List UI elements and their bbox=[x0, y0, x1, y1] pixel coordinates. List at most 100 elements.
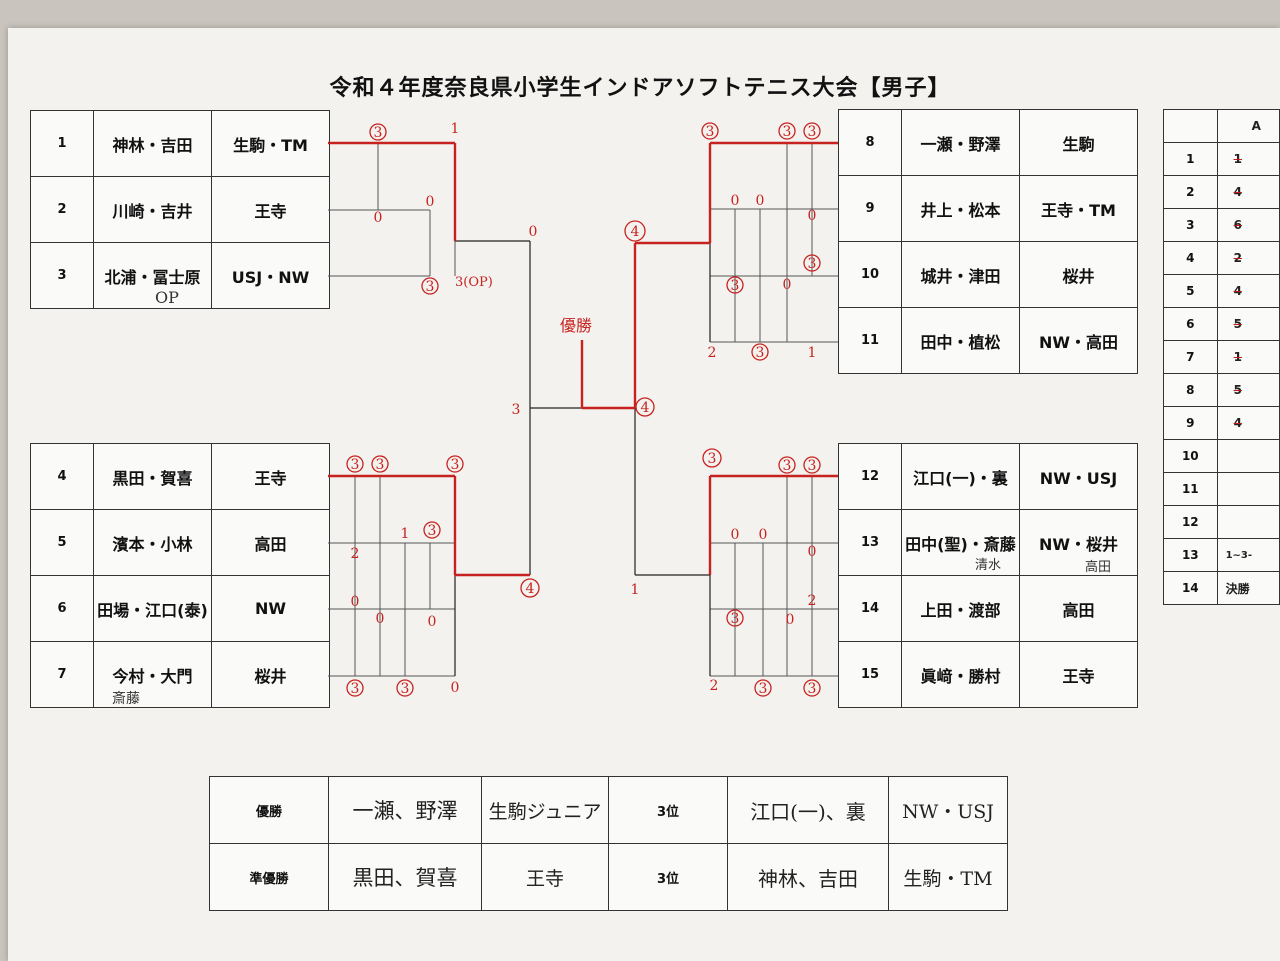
svg-text:2: 2 bbox=[351, 546, 360, 562]
schedule-num: 13 bbox=[1163, 538, 1218, 572]
entry-number: 9 bbox=[838, 175, 902, 242]
schedule-num: 5 bbox=[1163, 274, 1218, 308]
score-op: 3(OP) bbox=[455, 275, 493, 290]
svg-text:0: 0 bbox=[808, 544, 817, 560]
schedule-value: 決勝 bbox=[1216, 571, 1280, 605]
svg-text:3: 3 bbox=[512, 402, 521, 418]
schedule-header-row: A bbox=[1163, 109, 1280, 143]
svg-text:4: 4 bbox=[641, 400, 650, 416]
svg-text:0: 0 bbox=[808, 208, 817, 224]
entry-names: 江口(一)・裏 bbox=[901, 443, 1020, 510]
entry-names: 城井・津田 bbox=[901, 241, 1020, 308]
svg-text:0: 0 bbox=[731, 527, 740, 543]
schedule-value: 1 bbox=[1216, 142, 1280, 176]
svg-text:3: 3 bbox=[808, 124, 817, 140]
entry-names: 黒田・賀喜 bbox=[93, 443, 212, 510]
svg-text:4: 4 bbox=[631, 224, 640, 240]
svg-text:3: 3 bbox=[351, 457, 360, 473]
svg-text:0: 0 bbox=[529, 224, 538, 240]
schedule-num: 9 bbox=[1163, 406, 1218, 440]
schedule-value bbox=[1216, 439, 1280, 473]
entry-row: 2 川崎・吉井 王寺 bbox=[30, 176, 330, 243]
schedule-row: 12 bbox=[1163, 505, 1280, 539]
third-place-names: 江口(一)、裏 bbox=[727, 776, 889, 844]
svg-text:0: 0 bbox=[731, 193, 740, 209]
svg-text:1: 1 bbox=[401, 526, 410, 542]
svg-text:3: 3 bbox=[426, 279, 435, 295]
champion-club: 生駒ジュニア bbox=[481, 776, 609, 844]
schedule-value: 4 bbox=[1216, 274, 1280, 308]
schedule-num: 8 bbox=[1163, 373, 1218, 407]
svg-text:3: 3 bbox=[756, 345, 765, 361]
svg-text:3: 3 bbox=[808, 256, 817, 272]
entry-club: 王寺 bbox=[211, 443, 330, 510]
svg-text:3: 3 bbox=[731, 611, 740, 627]
entry-row: 1 神林・吉田 生駒・TM bbox=[30, 110, 330, 177]
pool-grid-right-bottom bbox=[710, 476, 838, 677]
schedule-value: 4 bbox=[1216, 406, 1280, 440]
third-place-label: 3位 bbox=[608, 776, 728, 844]
svg-text:0: 0 bbox=[783, 277, 792, 293]
schedule-value: 2 bbox=[1216, 241, 1280, 275]
svg-text:3: 3 bbox=[706, 124, 715, 140]
entries-left-bottom: 4 黒田・賀喜 王寺 5 濱本・小林 高田 6 田場・江口(泰) NW 7 今村… bbox=[30, 443, 330, 708]
note-op: OP bbox=[155, 288, 179, 307]
schedule-num: 6 bbox=[1163, 307, 1218, 341]
third-place-names: 神林、吉田 bbox=[727, 843, 889, 911]
bracket-lines bbox=[454, 143, 711, 676]
pool-grid-left-bottom bbox=[328, 476, 455, 677]
third-place-club: NW・USJ bbox=[888, 776, 1008, 844]
entry-club: 生駒・TM bbox=[211, 110, 330, 177]
circled-scores bbox=[346, 122, 821, 697]
note-substitute-13-names: 清水 bbox=[975, 558, 1002, 573]
third-place-label: 3位 bbox=[608, 843, 728, 911]
entry-names: 神林・吉田 bbox=[93, 110, 212, 177]
champion-names: 一瀬、野澤 bbox=[328, 776, 482, 844]
pool-grid-right-top bbox=[710, 143, 838, 343]
entry-club: 桜井 bbox=[211, 641, 330, 708]
svg-text:0: 0 bbox=[428, 614, 437, 630]
champion-mark: 優勝 bbox=[560, 316, 593, 335]
entry-club: 生駒 bbox=[1019, 109, 1138, 176]
champion-label: 優勝 bbox=[209, 776, 329, 844]
entry-club: 高田 bbox=[211, 509, 330, 576]
entry-names: 田中・植松 bbox=[901, 307, 1020, 374]
entry-names: 川崎・吉井 bbox=[93, 176, 212, 243]
entry-row: 14 上田・渡部 高田 bbox=[838, 575, 1138, 642]
entry-row: 3 北浦・冨士原 USJ・NW bbox=[30, 242, 330, 309]
entry-row: 15 眞﨑・勝村 王寺 bbox=[838, 641, 1138, 708]
entries-right-top: 8 一瀬・野澤 生駒 9 井上・松本 王寺・TM 10 城井・津田 桜井 11 … bbox=[838, 109, 1138, 374]
schedule-value: 4 bbox=[1216, 175, 1280, 209]
entry-row: 6 田場・江口(泰) NW bbox=[30, 575, 330, 642]
note-substitute-7: 斎藤 bbox=[112, 691, 140, 707]
entry-row: 8 一瀬・野澤 生駒 bbox=[838, 109, 1138, 176]
schedule-num: 11 bbox=[1163, 472, 1218, 506]
svg-text:0: 0 bbox=[759, 527, 768, 543]
schedule-value: 1 bbox=[1216, 340, 1280, 374]
svg-text:1: 1 bbox=[451, 121, 460, 137]
svg-text:3: 3 bbox=[808, 681, 817, 697]
entry-row: 9 井上・松本 王寺・TM bbox=[838, 175, 1138, 242]
entry-row: 7 今村・大門 桜井 bbox=[30, 641, 330, 708]
entry-club: NW・桜井 bbox=[1019, 509, 1138, 576]
entry-number: 10 bbox=[838, 241, 902, 308]
entry-names: 一瀬・野澤 bbox=[901, 109, 1020, 176]
entry-names: 今村・大門 bbox=[93, 641, 212, 708]
schedule-header: A bbox=[1216, 109, 1280, 143]
svg-text:3: 3 bbox=[808, 458, 817, 474]
svg-text:3: 3 bbox=[783, 124, 792, 140]
pool-grid-left-top bbox=[328, 142, 456, 277]
entry-club: NW bbox=[211, 575, 330, 642]
schedule-num: 10 bbox=[1163, 439, 1218, 473]
svg-text:3: 3 bbox=[731, 278, 740, 294]
entry-number: 7 bbox=[30, 641, 94, 708]
runner-up-names: 黒田、賀喜 bbox=[328, 843, 482, 911]
